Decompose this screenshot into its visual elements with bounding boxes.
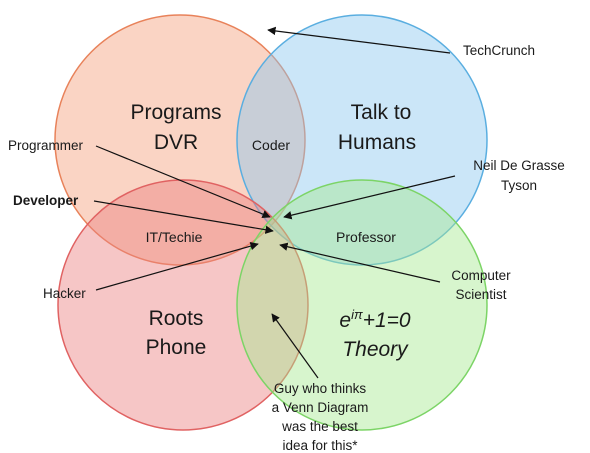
euler-exponent: iπ bbox=[351, 307, 363, 322]
circle-talk-to-humans bbox=[236, 14, 488, 266]
label-theory: Theory bbox=[342, 338, 409, 361]
euler-base: e bbox=[339, 309, 351, 332]
arrow-computer-scientist bbox=[279, 242, 441, 283]
label-humans: Humans bbox=[338, 131, 416, 154]
arrow-programmer bbox=[95, 145, 271, 219]
circle-roots-phone bbox=[57, 179, 309, 431]
arrow-developer bbox=[93, 200, 274, 234]
region-it-techie: IT/Techie bbox=[146, 229, 203, 245]
label-phone: Phone bbox=[146, 336, 207, 359]
arrow-techcrunch bbox=[267, 26, 451, 54]
region-professor: Professor bbox=[336, 229, 396, 245]
region-coder: Coder bbox=[252, 137, 290, 153]
arrow-neil bbox=[283, 175, 456, 220]
callout-computer-scientist-line1: Computer bbox=[451, 268, 511, 283]
callout-guy-line2: a Venn Diagram bbox=[272, 400, 369, 415]
callout-neil-line1: Neil De Grasse bbox=[473, 158, 565, 173]
callout-programmer: Programmer bbox=[8, 138, 84, 153]
arrow-hacker bbox=[95, 242, 259, 291]
callout-guy-line1: Guy who thinks bbox=[274, 381, 367, 396]
callout-guy-line4: idea for this* bbox=[282, 438, 358, 453]
callout-hacker: Hacker bbox=[43, 286, 86, 301]
label-programs: Programs bbox=[130, 101, 221, 124]
label-roots: Roots bbox=[149, 307, 204, 330]
callout-techcrunch: TechCrunch bbox=[463, 43, 535, 58]
circle-programs-dvr bbox=[54, 14, 306, 266]
callout-guy-line3: was the best bbox=[281, 419, 358, 434]
circle-theory bbox=[236, 179, 488, 431]
callout-computer-scientist-line2: Scientist bbox=[455, 287, 506, 302]
callout-neil-line2: Tyson bbox=[501, 178, 537, 193]
arrow-guy bbox=[271, 313, 319, 379]
label-euler: eiπ+1=0 bbox=[339, 307, 411, 332]
label-talk-to: Talk to bbox=[351, 101, 412, 124]
callout-developer: Developer bbox=[13, 193, 79, 208]
label-dvr: DVR bbox=[154, 131, 198, 154]
euler-rest: +1=0 bbox=[363, 309, 411, 332]
